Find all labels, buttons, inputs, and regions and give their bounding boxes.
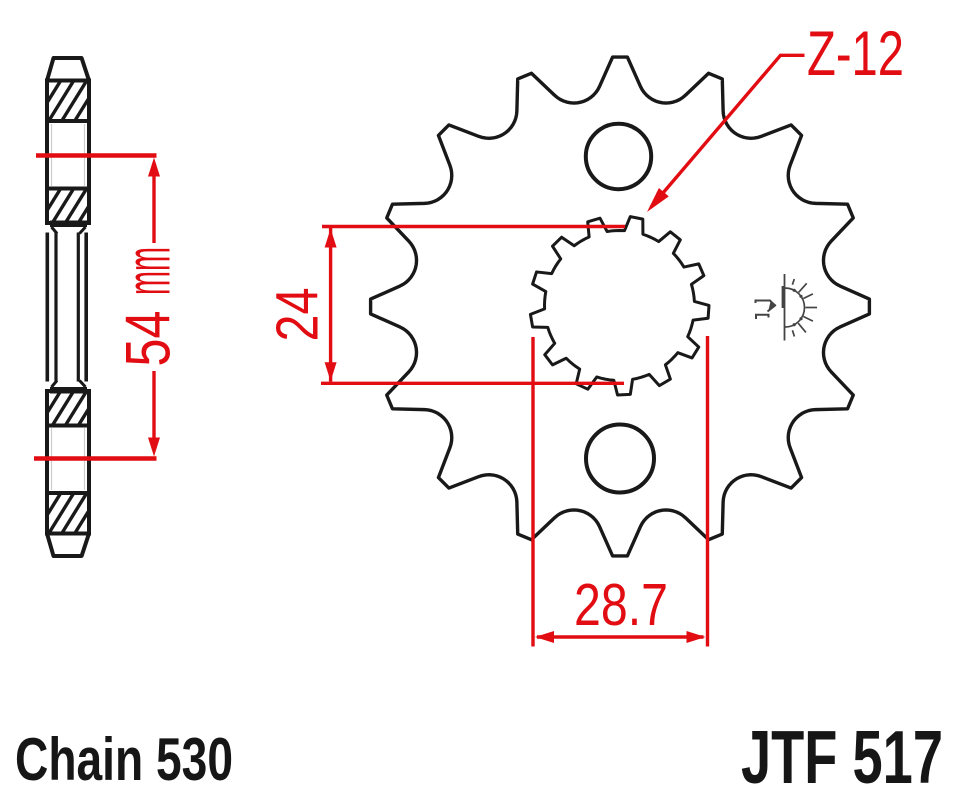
svg-text:54: 54 [114, 311, 184, 367]
svg-text:mm: mm [114, 247, 184, 295]
svg-text:JTF 517: JTF 517 [741, 715, 943, 799]
svg-text:Chain 530: Chain 530 [15, 725, 233, 793]
svg-text:28.7: 28.7 [574, 571, 668, 638]
svg-text:24: 24 [265, 288, 331, 342]
svg-text:Z-12: Z-12 [807, 19, 904, 89]
